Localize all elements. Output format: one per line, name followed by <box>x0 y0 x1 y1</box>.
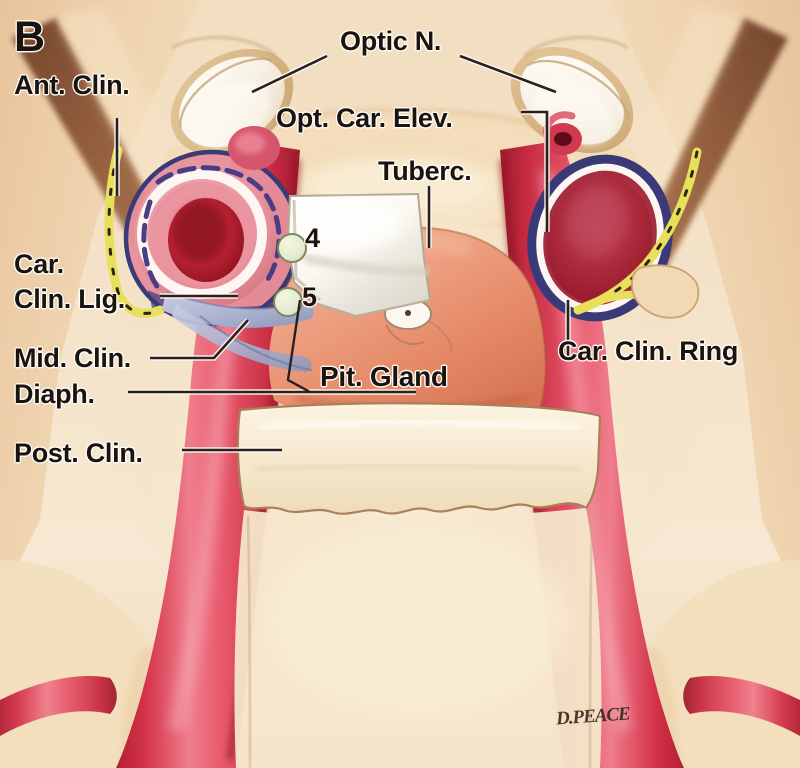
label-optic-n: Optic N. <box>340 26 442 56</box>
leader-opt-car-elev <box>521 110 549 232</box>
dorsum-sellae-clivus <box>236 402 602 515</box>
dural-flap <box>286 192 432 318</box>
marker-dot-5 <box>273 287 303 317</box>
leader-optic-n-left <box>251 54 328 94</box>
caroticoclinoid-ligament-left <box>104 145 165 318</box>
leader-mid-clin <box>150 319 249 360</box>
panel-letter: B <box>14 13 46 61</box>
marker-label-4: 4 <box>305 223 320 253</box>
label-pit-gland: Pit. Gland <box>320 361 448 392</box>
label-post-clin: Post. Clin. <box>14 438 143 468</box>
label-tuberc: Tuberc. <box>378 156 472 186</box>
label-car-clin-ring: Car. Clin. Ring <box>558 336 739 366</box>
artery-branch-stumps <box>0 676 800 736</box>
leader-optic-n-right <box>459 54 557 94</box>
label-opt-car-elev: Opt. Car. Elev. <box>276 103 453 133</box>
medial-clinoid-right <box>631 264 700 319</box>
label-ant-clin: Ant. Clin. <box>14 70 130 100</box>
label-mid-clin: Mid. Clin. <box>14 343 131 373</box>
marker-label-5: 5 <box>302 282 317 312</box>
carotid-clinoid-ring-left <box>123 126 303 327</box>
clival-recess <box>234 508 602 768</box>
label-diaph: Diaph. <box>14 379 95 409</box>
label-clin-lig: Clin. Lig. <box>14 284 125 314</box>
leader-lines <box>114 53 571 453</box>
marker-dot-4 <box>277 233 307 263</box>
pit-gland-bracket <box>286 299 311 394</box>
label-car: Car. <box>14 249 64 279</box>
